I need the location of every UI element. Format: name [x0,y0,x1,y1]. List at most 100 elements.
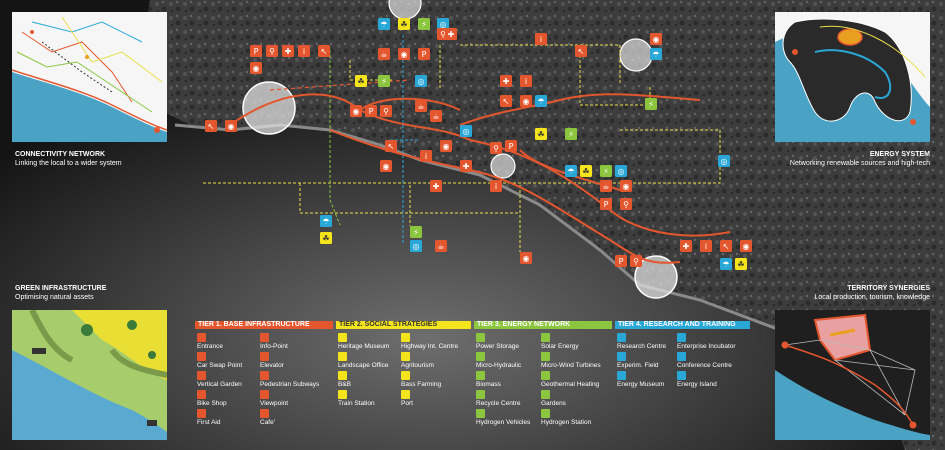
map-poi-icon[interactable]: ◎ [437,18,449,30]
map-poi-icon[interactable]: ↖ [385,140,397,152]
map-poi-icon[interactable]: ◉ [225,120,237,132]
map-poi-icon[interactable]: ◎ [615,165,627,177]
map-poi-icon[interactable]: ◉ [520,252,532,264]
connectivity-panel [12,12,167,142]
map-poi-icon[interactable]: i [520,75,532,87]
legend-swatch-icon [401,352,410,361]
map-poi-icon[interactable]: ◎ [410,240,422,252]
green-title: GREEN INFRASTRUCTURE [15,285,107,292]
map-poi-icon[interactable]: P [615,255,627,267]
map-poi-icon[interactable]: ✚ [500,75,512,87]
legend-swatch-icon [260,352,269,361]
map-poi-icon[interactable]: ⚲ [620,198,632,210]
map-poi-icon[interactable]: ⚡ [378,75,390,87]
svg-text:◉: ◉ [623,182,630,191]
svg-text:☕: ☕ [602,182,609,191]
map-poi-icon[interactable]: ☂ [650,48,662,60]
connectivity-diagram [12,12,167,142]
legend-item-label: Landscape Office [338,362,389,369]
map-poi-icon[interactable]: ⚡ [410,226,422,238]
map-poi-icon[interactable]: ☕ [435,240,447,252]
map-poi-icon[interactable]: i [700,240,712,252]
map-poi-icon[interactable]: ◉ [398,48,410,60]
svg-text:◎: ◎ [418,77,425,86]
map-poi-icon[interactable]: ☘ [535,128,547,140]
map-poi-icon[interactable]: ☘ [735,258,747,270]
map-poi-icon[interactable]: ✚ [282,45,294,57]
map-poi-icon[interactable]: ✚ [460,160,472,172]
legend-swatch-icon [338,352,347,361]
map-poi-icon[interactable]: ☘ [398,18,410,30]
map-poi-icon[interactable]: ◉ [520,95,532,107]
svg-text:i: i [705,242,707,251]
map-poi-icon[interactable]: ⚲ [630,255,642,267]
map-poi-icon[interactable]: ◉ [620,180,632,192]
map-poi-icon[interactable]: ◉ [250,62,262,74]
map-poi-icon[interactable]: ↖ [720,240,732,252]
map-poi-icon[interactable]: i [535,33,547,45]
map-poi-icon[interactable]: ⚡ [645,98,657,110]
legend-item-label: Port [401,400,413,407]
map-poi-icon[interactable]: P [600,198,612,210]
map-poi-icon[interactable]: ◎ [460,125,472,137]
map-poi-icon[interactable]: ⚡ [418,18,430,30]
svg-text:P: P [604,200,609,209]
map-poi-icon[interactable]: ↖ [318,45,330,57]
map-poi-icon[interactable]: ◉ [380,160,392,172]
map-poi-icon[interactable]: ⚡ [600,165,612,177]
svg-text:P: P [619,257,624,266]
svg-text:⚲: ⚲ [633,257,639,266]
map-poi-icon[interactable]: ☕ [378,48,390,60]
green-diagram [12,310,167,440]
svg-text:↖: ↖ [388,142,395,151]
legend-item-label: Heritage Museum [338,343,390,350]
map-poi-icon[interactable]: i [490,180,502,192]
map-poi-icon[interactable]: ⚡ [565,128,577,140]
map-poi-icon[interactable]: ☂ [535,95,547,107]
map-poi-icon[interactable]: ↖ [205,120,217,132]
map-poi-icon[interactable]: ☂ [378,18,390,30]
map-poi-icon[interactable]: ☕ [430,110,442,122]
svg-text:✚: ✚ [683,242,690,251]
map-poi-icon[interactable]: ☕ [415,100,427,112]
map-poi-icon[interactable]: i [420,150,432,162]
map-poi-icon[interactable]: P [365,105,377,117]
legend-swatch-icon [617,371,626,380]
map-poi-icon[interactable]: ◎ [415,75,427,87]
map-poi-icon[interactable]: ☘ [355,75,367,87]
map-poi-icon[interactable]: ☕ [600,180,612,192]
map-poi-icon[interactable]: ✚ [445,28,457,40]
map-poi-icon[interactable]: ☂ [565,165,577,177]
map-poi-icon[interactable]: ◉ [650,33,662,45]
map-poi-icon[interactable]: ↖ [500,95,512,107]
map-poi-icon[interactable]: P [505,140,517,152]
map-poi-icon[interactable]: ↖ [575,45,587,57]
map-poi-icon[interactable]: ☘ [580,165,592,177]
map-poi-icon[interactable]: ☂ [720,258,732,270]
svg-text:☕: ☕ [380,50,387,59]
svg-text:⚡: ⚡ [648,100,654,109]
svg-text:◎: ◎ [618,167,625,176]
map-poi-icon[interactable]: ⚲ [490,142,502,154]
svg-text:⚲: ⚲ [440,30,446,39]
map-poi-icon[interactable]: P [418,48,430,60]
map-poi-icon[interactable]: ◉ [350,105,362,117]
svg-text:◎: ◎ [721,157,728,166]
map-poi-icon[interactable]: ☘ [320,232,332,244]
svg-text:⚲: ⚲ [623,200,629,209]
map-poi-icon[interactable]: ⚲ [380,105,392,117]
map-poi-icon[interactable]: ✚ [680,240,692,252]
svg-text:⚡: ⚡ [421,20,427,29]
map-poi-icon[interactable]: ⚲ [266,45,278,57]
legend-item-label: Experim. Field [617,362,659,369]
legend-item-label: Solar Energy [541,343,579,350]
map-poi-icon[interactable]: ✚ [430,180,442,192]
map-poi-icon[interactable]: ◉ [740,240,752,252]
map-poi-icon[interactable]: P [250,45,262,57]
map-poi-icon[interactable]: i [298,45,310,57]
map-poi-icon[interactable]: ◎ [718,155,730,167]
svg-text:i: i [540,35,542,44]
tier4-bar: TIER 4. RESEARCH AND TRAINING [615,321,750,329]
map-poi-icon[interactable]: ☂ [320,215,332,227]
map-poi-icon[interactable]: ◉ [440,140,452,152]
